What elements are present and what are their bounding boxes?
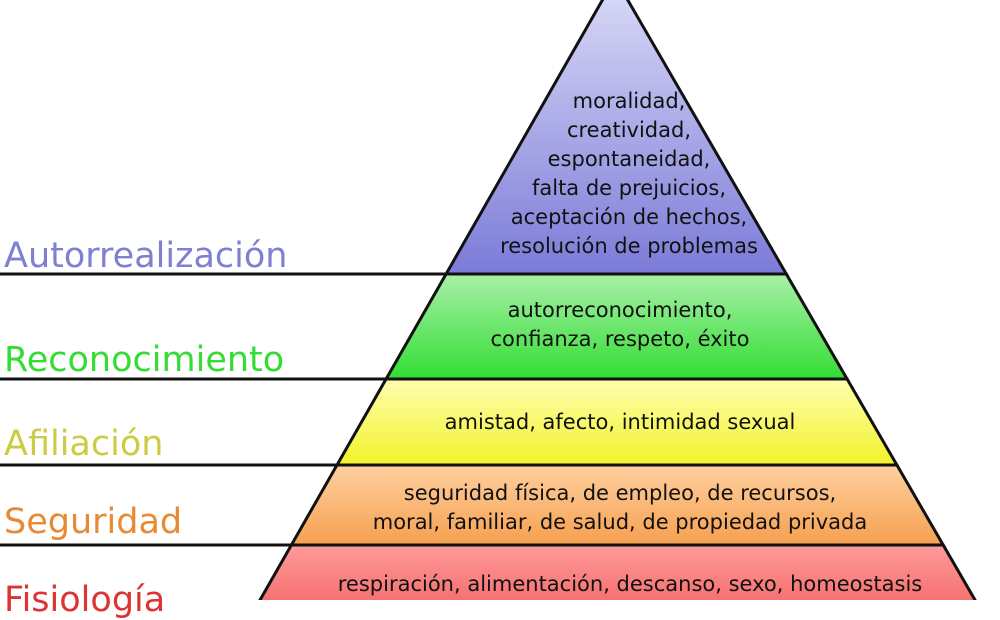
level-description-seguridad: seguridad física, de empleo, de recursos…	[330, 479, 910, 537]
description-line: espontaneidad,	[547, 147, 711, 171]
level-title-fisiologia: Fisiología	[4, 580, 166, 620]
description-line: creatividad,	[566, 118, 692, 142]
level-title-autorrealizacion: Autorrealización	[4, 236, 288, 276]
description-line: resolución de problemas	[500, 234, 758, 258]
description-line: moralidad,	[572, 89, 686, 113]
description-line: falta de prejuicios,	[531, 176, 727, 200]
description-line: amistad, afecto, intimidad sexual	[444, 410, 796, 434]
description-line: moral, familiar, de salud, de propiedad …	[372, 510, 868, 534]
pyramid-level-fisiologia	[258, 543, 977, 600]
level-description-fisiologia: respiración, alimentación, descanso, sex…	[280, 570, 980, 599]
level-title-reconocimiento: Reconocimiento	[4, 340, 285, 380]
level-description-autorrealizacion: moralidad, creatividad, espontaneidad, f…	[474, 87, 784, 261]
level-description-reconocimiento: autorreconocimiento, confianza, respeto,…	[460, 296, 780, 354]
description-line: confianza, respeto, éxito	[490, 327, 750, 351]
description-line: seguridad física, de empleo, de recursos…	[403, 481, 837, 505]
description-line: respiración, alimentación, descanso, sex…	[337, 572, 923, 596]
pyramid-diagram	[0, 0, 977, 600]
level-description-afiliacion: amistad, afecto, intimidad sexual	[400, 408, 840, 437]
level-title-seguridad: Seguridad	[4, 502, 183, 542]
description-line: autorreconocimiento,	[507, 298, 733, 322]
level-title-afiliacion: Afiliación	[4, 424, 164, 464]
description-line: aceptación de hechos,	[510, 205, 748, 229]
